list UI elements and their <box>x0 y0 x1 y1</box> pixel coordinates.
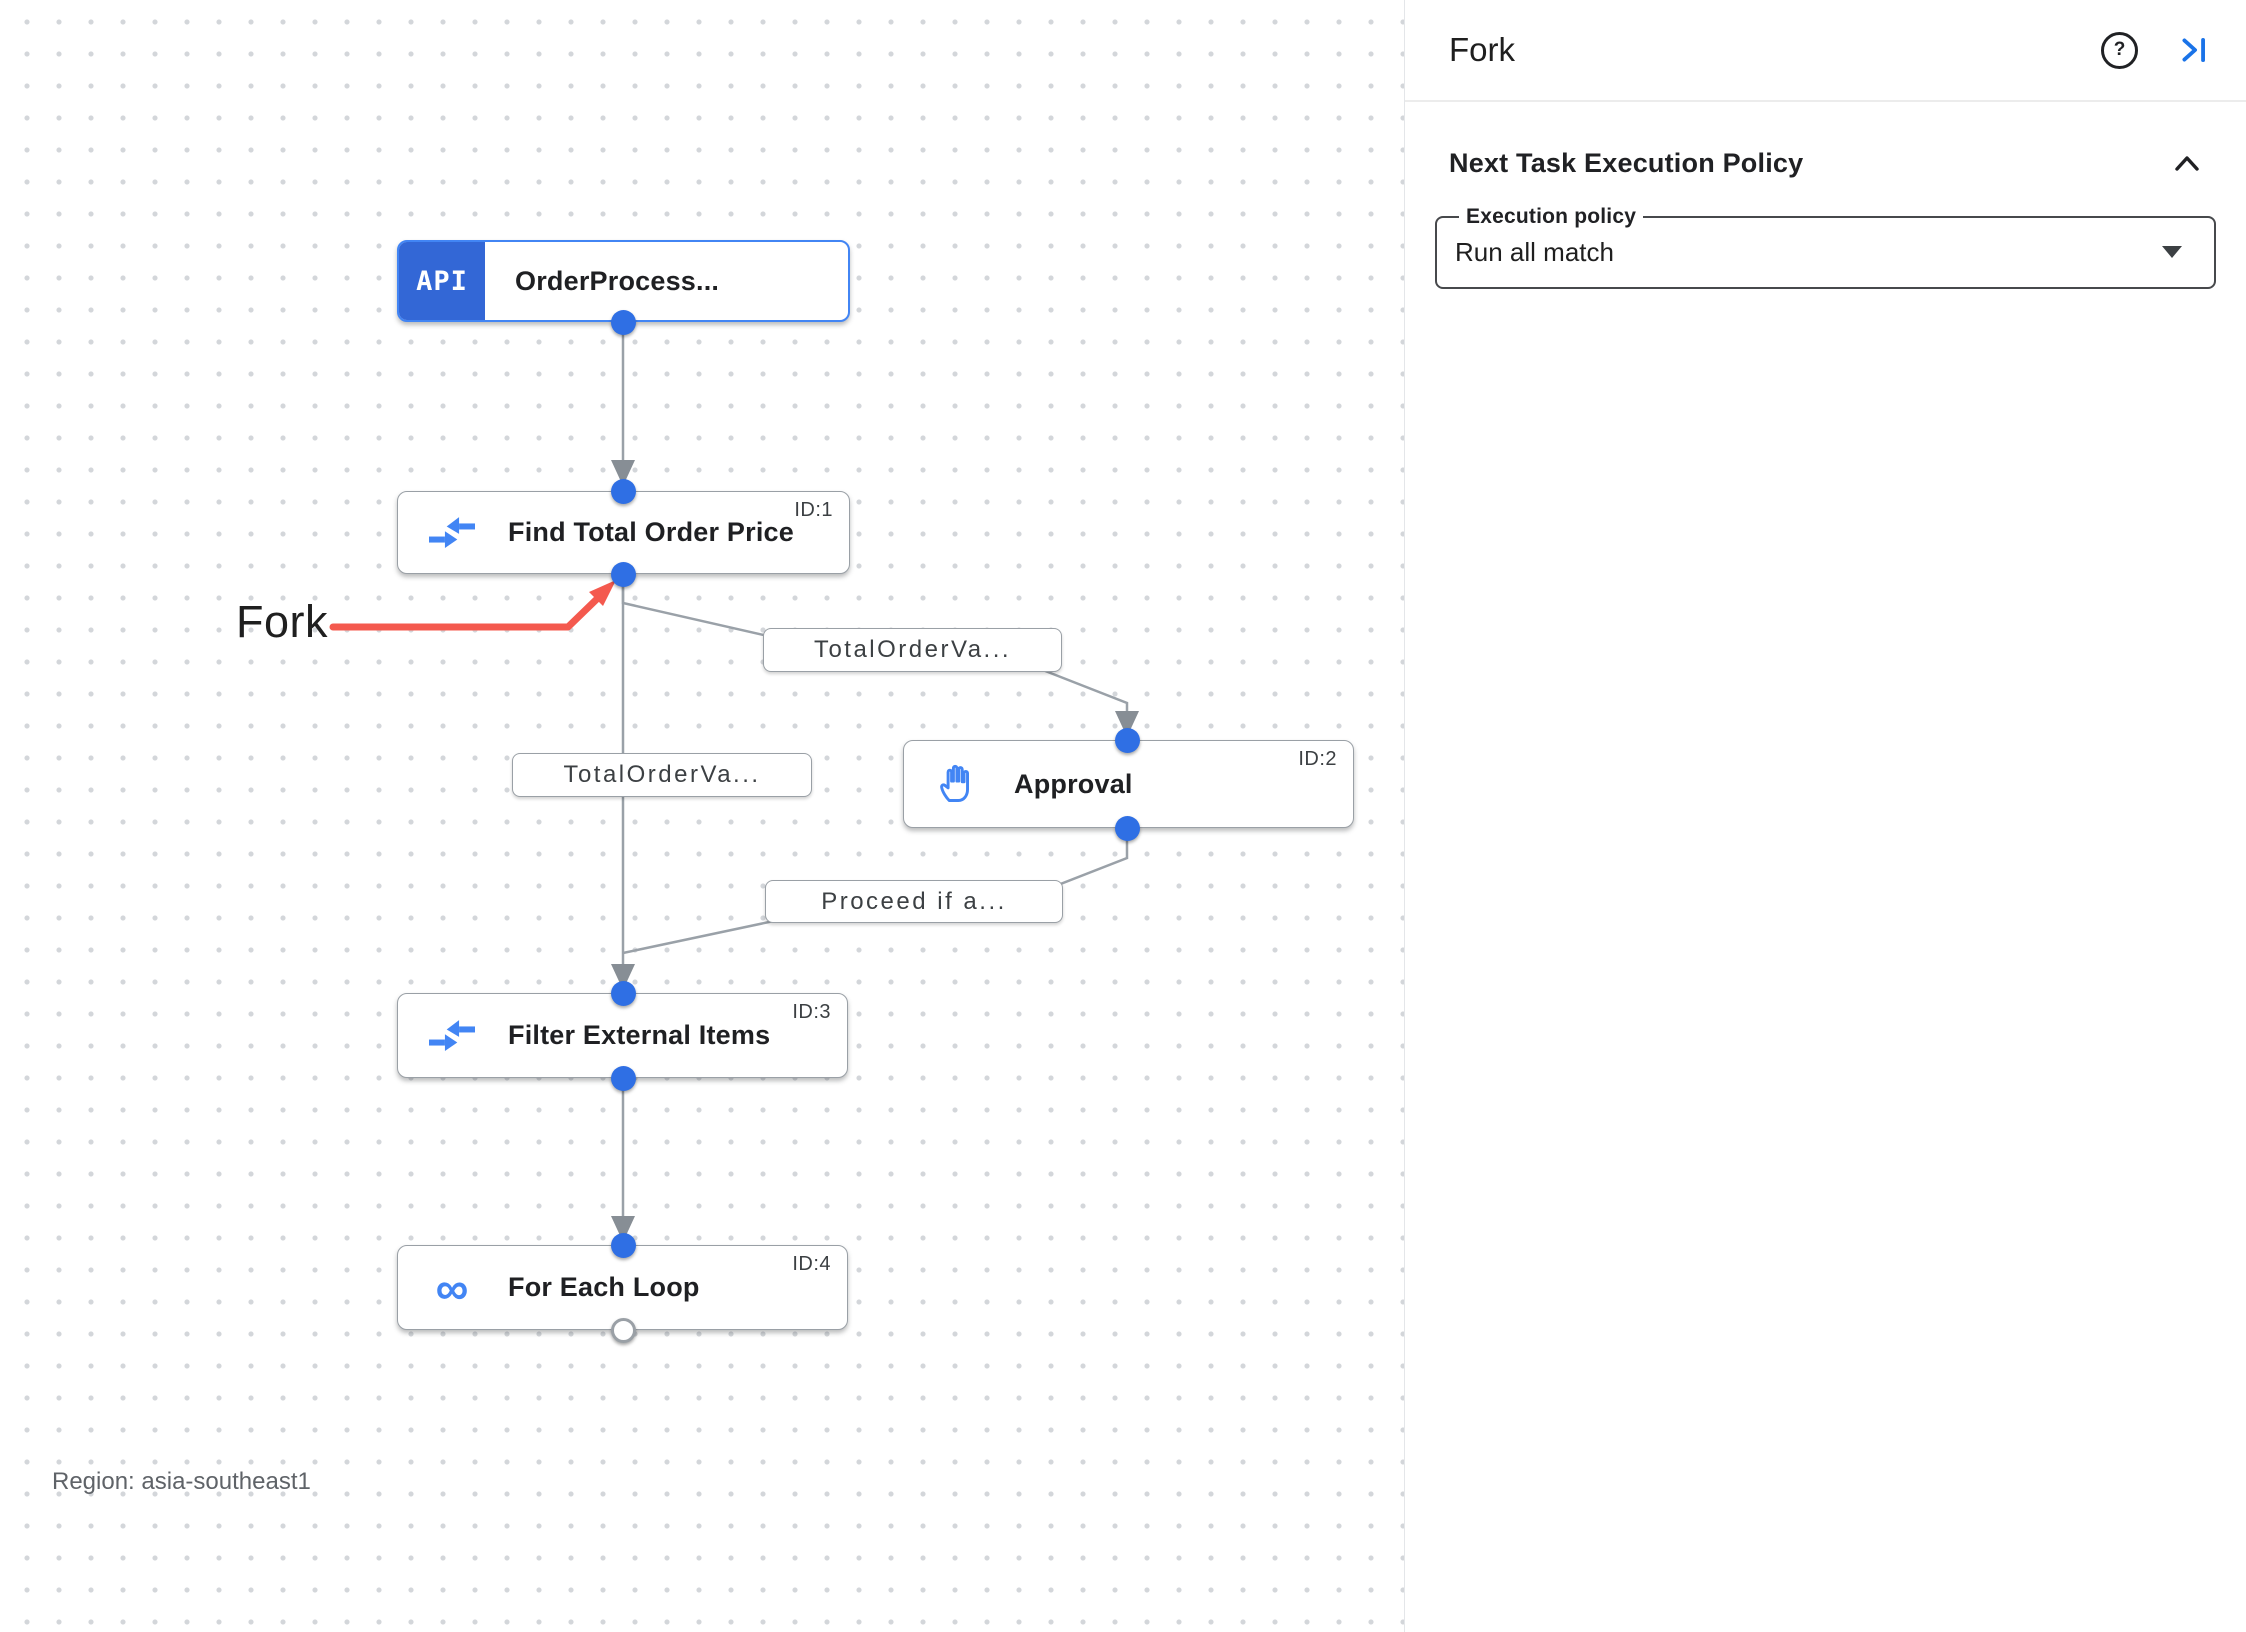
edge-condition-label[interactable]: Proceed if a... <box>765 880 1063 923</box>
collapse-panel-icon[interactable] <box>2178 34 2210 66</box>
node-label: Filter External Items <box>508 1020 771 1050</box>
port-approval-out[interactable] <box>1114 815 1140 841</box>
node-label: For Each Loop <box>508 1272 700 1302</box>
edge-fork-to-right-label <box>621 585 791 643</box>
fork-annotation-arrowhead <box>589 580 616 606</box>
panel-header: Fork ? <box>1405 0 2246 102</box>
node-id-badge: ID:4 <box>792 1253 831 1275</box>
port-find-out-fork[interactable] <box>610 561 636 587</box>
arrowhead-into-foreach <box>611 1216 635 1242</box>
execution-policy-field[interactable]: Execution policy Run all match <box>1435 205 2216 289</box>
section-next-task-execution-policy[interactable]: Next Task Execution Policy <box>1449 148 2202 179</box>
port-foreach-in[interactable] <box>610 1232 636 1258</box>
arrowhead-into-find <box>611 460 635 486</box>
node-label: OrderProcess... <box>515 265 720 296</box>
node-id-badge: ID:3 <box>792 1001 831 1023</box>
edge-condition-label[interactable]: TotalOrderVa... <box>512 753 812 797</box>
approval-hand-icon <box>932 758 984 810</box>
node-id-badge: ID:1 <box>794 499 833 521</box>
api-trigger-icon: API <box>399 242 485 320</box>
execution-policy-select[interactable]: Execution policy Run all match <box>1435 205 2216 289</box>
port-foreach-out-open[interactable] <box>610 1317 636 1343</box>
port-filter-out[interactable] <box>610 1065 636 1091</box>
execution-policy-label: Execution policy <box>1466 205 1637 228</box>
node-for-each-loop[interactable]: ∞ For Each Loop ID:4 <box>397 1245 848 1330</box>
task-config-panel: Fork ? Next Task Execution Policy Execut… <box>1404 0 2246 1632</box>
arrowhead-into-filter <box>611 964 635 990</box>
data-mapping-icon <box>426 507 478 559</box>
panel-title: Fork <box>1449 31 1515 68</box>
edge-condition-label[interactable]: TotalOrderVa... <box>763 628 1062 672</box>
for-each-loop-icon: ∞ <box>435 1261 469 1314</box>
help-icon[interactable]: ? <box>2101 31 2138 69</box>
port-approval-in[interactable] <box>1114 727 1140 753</box>
workflow-edges <box>329 322 1139 1242</box>
node-label: Approval <box>1014 768 1133 799</box>
execution-policy-value: Run all match <box>1455 236 1614 267</box>
fork-annotation-text: Fork <box>236 596 328 647</box>
port-trigger-out[interactable] <box>610 309 636 335</box>
fork-annotation-arrow <box>329 592 604 631</box>
dropdown-caret-icon <box>2162 246 2182 258</box>
port-filter-in[interactable] <box>610 980 636 1006</box>
data-mapping-icon <box>426 1010 478 1062</box>
node-approval[interactable]: Approval ID:2 <box>903 740 1354 828</box>
region-label: Region: asia-southeast1 <box>52 1468 311 1495</box>
node-find-total-order-price[interactable]: Find Total Order Price ID:1 <box>397 491 850 574</box>
arrowhead-into-approval <box>1115 711 1139 737</box>
port-find-in[interactable] <box>610 478 636 504</box>
workflow-canvas[interactable]: API OrderProcess... Find Total Order Pri… <box>0 0 1404 1632</box>
chevron-up-icon[interactable] <box>2172 153 2202 175</box>
edge-proceed-label-merge <box>622 916 789 955</box>
node-label: Find Total Order Price <box>508 517 794 547</box>
section-heading: Next Task Execution Policy <box>1449 148 1804 178</box>
edge-right-label-to-approval <box>1029 663 1129 713</box>
node-id-badge: ID:2 <box>1298 748 1337 770</box>
